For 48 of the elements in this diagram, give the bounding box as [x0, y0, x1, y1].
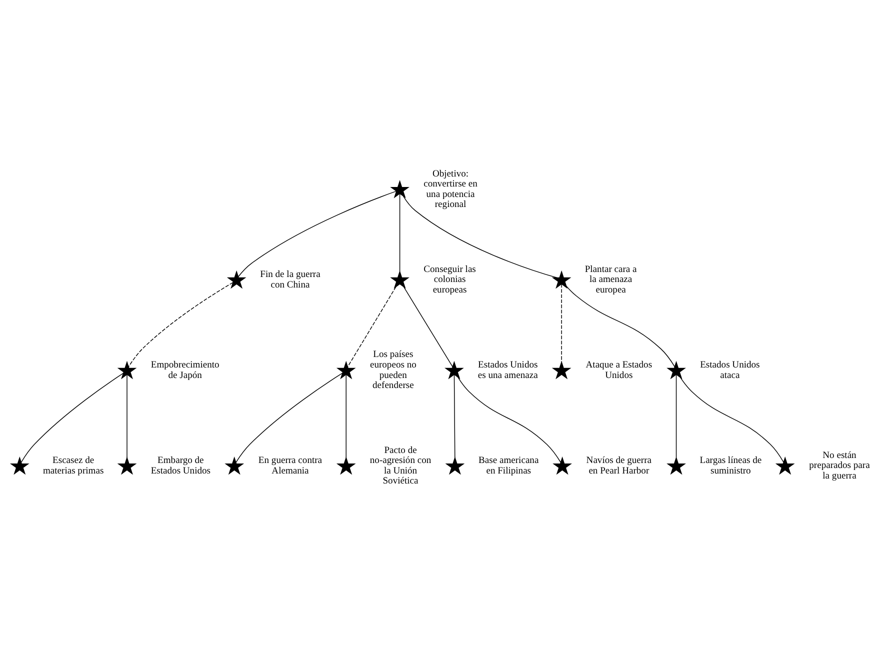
node-star — [224, 456, 244, 474]
connector — [126, 374, 128, 458]
node-label: Ataque a Estados Unidos — [586, 359, 652, 380]
node-star — [444, 360, 464, 379]
connector — [20, 372, 124, 462]
node-label: Estados Unidos es una amenaza — [478, 359, 538, 380]
node-star — [117, 360, 137, 379]
node-label: Los países europeos no pueden defenderse — [370, 348, 416, 391]
connector — [457, 376, 562, 462]
node-star — [666, 360, 686, 379]
connector — [680, 376, 784, 462]
node-label: Escasez de materias primas — [42, 454, 104, 476]
connector — [128, 282, 234, 367]
connector — [347, 286, 396, 367]
node-star — [445, 456, 465, 474]
node-label: Pacto de no-agresión con la Unión Soviética — [370, 444, 432, 486]
node-star — [336, 360, 356, 379]
node-label: Largas líneas de suministro — [700, 454, 762, 476]
node-star — [336, 456, 356, 474]
node-star — [552, 456, 572, 474]
node-label: Conseguir las colonias europeas — [424, 263, 476, 295]
node-star — [552, 360, 572, 379]
node-label: Estados Unidos ataca — [700, 359, 760, 380]
node-star — [552, 270, 572, 288]
node-label: Plantar cara a la amenaza europea — [584, 263, 637, 295]
node-label: Navíos de guerra en Pearl Harbor — [586, 454, 652, 476]
node-star — [775, 456, 795, 474]
connector — [403, 286, 453, 367]
connector — [238, 190, 397, 277]
node-label: Embargo de Estados Unidos — [150, 454, 211, 476]
connector — [676, 374, 677, 458]
node-label: En guerra contra Alemania — [258, 454, 322, 476]
node-star — [390, 270, 410, 288]
node-label: Base americana en Filipinas — [478, 454, 539, 476]
node-label: No están preparados para la guerra — [809, 449, 870, 482]
node-star — [10, 456, 30, 474]
connector — [236, 372, 343, 462]
connector — [454, 374, 456, 458]
node-star — [666, 456, 686, 474]
node-star — [117, 456, 137, 474]
connector — [399, 192, 400, 272]
connector — [561, 283, 562, 362]
node-star — [226, 270, 246, 288]
node-label: Objetivo: convertirse en una potencia regional — [424, 168, 478, 210]
node-label: Fin de la guerra con China — [260, 268, 320, 290]
node-star — [390, 180, 410, 198]
node-label: Empobrecimiento de Japón — [150, 359, 220, 380]
connector — [566, 285, 676, 367]
